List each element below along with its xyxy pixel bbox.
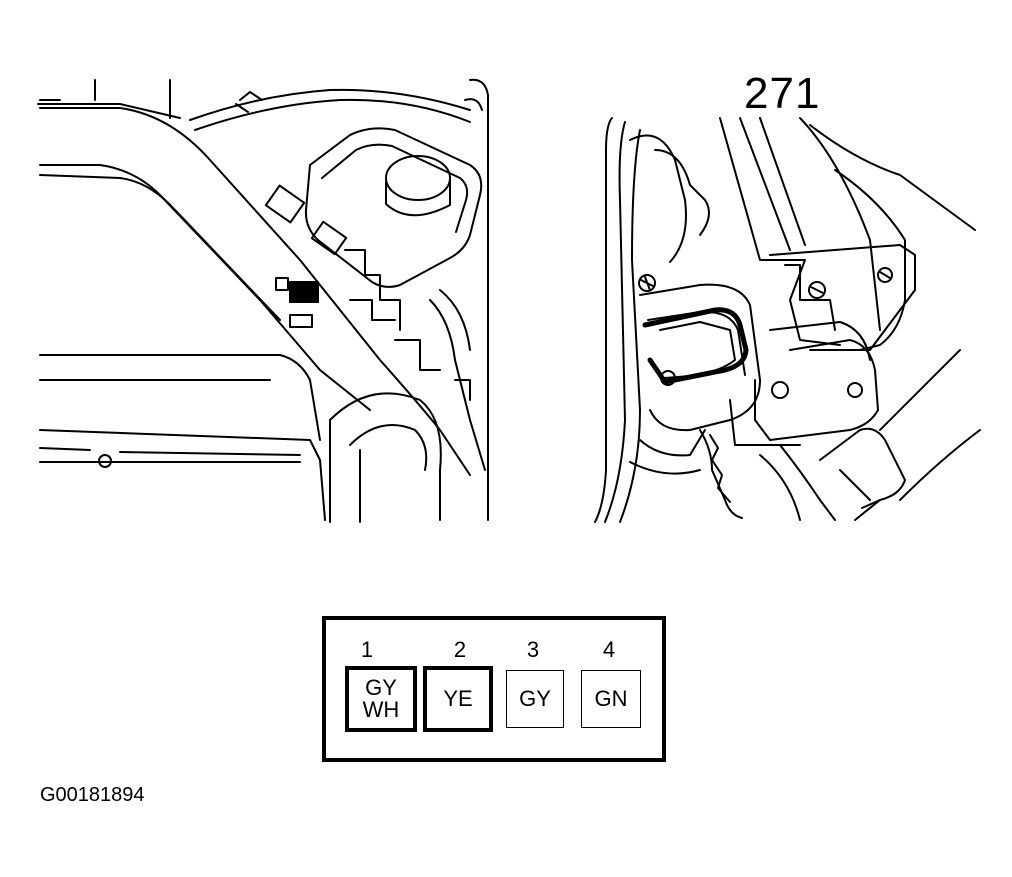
- pin-1-wire-color-2: WH: [362, 697, 400, 722]
- callout-number: 271: [744, 69, 821, 118]
- pin-number-4: 4: [602, 637, 616, 662]
- pin-1-terminal: GY WH: [345, 666, 417, 732]
- component-location-illustration: [37, 78, 981, 523]
- pin-number-1: 1: [360, 637, 374, 662]
- pin-3-terminal: GY: [506, 670, 564, 728]
- pin-2-terminal: YE: [423, 666, 493, 732]
- connector-face-diagram: 1 2 3 4 GY WH YE GY GN: [322, 616, 666, 762]
- pin-1-wire-color-1: GY: [365, 674, 397, 700]
- pin-number-3: 3: [526, 637, 540, 662]
- pin-4-wire-color: GN: [594, 685, 628, 711]
- engine-bay-left-view: [37, 78, 489, 523]
- pin-number-2: 2: [453, 637, 467, 662]
- component-closeup-right-view: [594, 117, 981, 523]
- pin-2-wire-color: YE: [443, 685, 473, 711]
- figure-id: G00181894: [40, 784, 145, 806]
- pin-4-terminal: GN: [581, 670, 641, 728]
- module-connector-shape: [289, 281, 319, 303]
- pin-3-wire-color: GY: [519, 685, 551, 711]
